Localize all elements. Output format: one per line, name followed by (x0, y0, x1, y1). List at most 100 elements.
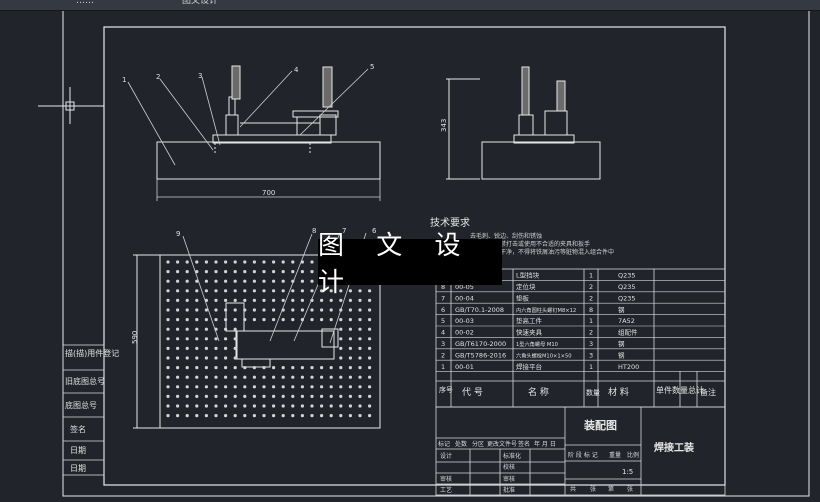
plan-hole (281, 404, 285, 408)
plan-hole (368, 308, 372, 312)
plan-hole (214, 394, 218, 398)
plan-hole (243, 260, 247, 264)
plan-hole (281, 289, 285, 293)
tb-sheet-no: 第 (608, 485, 614, 493)
plan-hole (176, 327, 180, 331)
plan-hole (195, 270, 199, 274)
plan-hole (300, 308, 304, 312)
plan-hole (291, 414, 295, 418)
side-cell-6: 日期 (70, 464, 86, 473)
tab-drawing-active[interactable]: 图文设计 (182, 0, 219, 6)
plan-hole (300, 375, 304, 379)
plan-hole (291, 394, 295, 398)
plan-hole (185, 414, 189, 418)
plan-hole (310, 318, 314, 322)
plan-hole (310, 414, 314, 418)
bom-cell-qty: 2 (589, 283, 593, 291)
plan-hole (272, 298, 276, 302)
plan-hole (224, 279, 228, 283)
tb-approve: 批准 (503, 486, 515, 494)
model-space-canvas[interactable]: 描(描)用件登记 旧底图总号 底图总号 签名 日期 日期 1 2 3 4 (0, 11, 820, 502)
plan-hole (272, 385, 276, 389)
plan-hole (166, 375, 170, 379)
front-leaders (127, 68, 381, 201)
plan-hole (195, 279, 199, 283)
plan-hole (358, 404, 362, 408)
tb-sheets-unit: 张 (590, 485, 596, 493)
plan-hole (272, 260, 276, 264)
plan-hole (358, 346, 362, 350)
plan-hole (339, 337, 343, 341)
plan-hole (339, 404, 343, 408)
plan-hole (320, 366, 324, 370)
plan-hole (214, 356, 218, 360)
plan-hole (195, 356, 199, 360)
plan-hole (166, 414, 170, 418)
plan-hole (195, 337, 199, 341)
plan-hole (300, 385, 304, 389)
plan-hole (214, 414, 218, 418)
tb-sheets-total: 共 (570, 485, 576, 493)
plan-hole (272, 394, 276, 398)
plan-hole (224, 385, 228, 389)
plan-hole (176, 346, 180, 350)
plan-hole (368, 394, 372, 398)
side-cell-1: 描(描)用件登记 (65, 348, 119, 358)
tb-scale-label: 比例 (627, 451, 639, 459)
plan-hole (166, 298, 170, 302)
bom-rows: 900-06L型挡块1Q235800-05定位块2Q235700-04垫板2Q2… (436, 271, 725, 382)
plan-hole (185, 327, 189, 331)
plan-hole (224, 260, 228, 264)
bom-cell-name: 焊接平台 (516, 362, 542, 371)
plan-hole (368, 318, 372, 322)
plan-hole (233, 385, 237, 389)
plan-hole (272, 279, 276, 283)
plan-hole (214, 318, 218, 322)
plan-hole (214, 270, 218, 274)
plan-hole (185, 279, 189, 283)
plan-hole (329, 298, 333, 302)
side-cell-4: 签名 (70, 424, 86, 434)
plan-hole (329, 404, 333, 408)
plan-hole (195, 375, 199, 379)
plan-hole (176, 394, 180, 398)
plan-hole (339, 289, 343, 293)
plan-hole (252, 260, 256, 264)
tab-drawing-1[interactable]: …… (76, 0, 94, 6)
bom-cell-name: 内六角圆柱头螺钉M8×12 (516, 306, 576, 314)
plan-hole (185, 318, 189, 322)
plan-hole (358, 385, 362, 389)
tb-sheet-unit: 张 (627, 485, 633, 493)
tb-sign: 签名 (518, 440, 530, 448)
plan-hole (176, 289, 180, 293)
plan-hole (166, 394, 170, 398)
tb-weight: 重量 (609, 451, 621, 459)
assembly-label: 装配图 (583, 418, 617, 432)
tech-note-2: 装配时，严禁打击或使用不合适的夹具和扳手 (470, 240, 590, 248)
plan-hole (348, 394, 352, 398)
plan-hole (358, 298, 362, 302)
plan-hole (224, 414, 228, 418)
plan-hole (291, 318, 295, 322)
plan-hole (348, 385, 352, 389)
plan-hole (262, 298, 266, 302)
plan-hole (272, 366, 276, 370)
bom-cell-code: 00-02 (455, 329, 474, 337)
plan-hole (252, 298, 256, 302)
plan-hole (252, 366, 256, 370)
plan-hole (185, 289, 189, 293)
plan-hole (214, 385, 218, 389)
plan-hole (339, 385, 343, 389)
plan-hole (310, 394, 314, 398)
side-view (446, 66, 601, 180)
bom-cell-mat: 组配件 (618, 328, 638, 337)
plan-hole (320, 404, 324, 408)
plan-hole (291, 298, 295, 302)
tb-standard: 标准化 (503, 452, 521, 460)
balloon-4: 4 (294, 66, 299, 74)
plan-hole (358, 394, 362, 398)
bom-cell-mat: 钢 (618, 340, 625, 348)
plan-hole (176, 279, 180, 283)
plan-hole (224, 337, 228, 341)
plan-hole (310, 270, 314, 274)
